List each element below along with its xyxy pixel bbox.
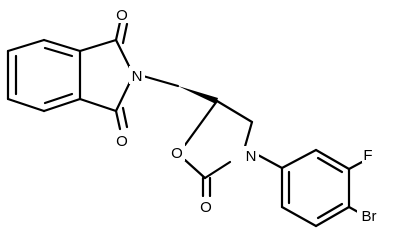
benzene-ring-phthalimide xyxy=(6,38,82,113)
svg-text:O: O xyxy=(116,7,128,24)
svg-text:Br: Br xyxy=(362,208,377,225)
svg-text:O: O xyxy=(116,133,128,150)
atom-label-bromine: Br xyxy=(357,206,381,225)
n-ch2-bond xyxy=(141,74,180,88)
svg-text:N: N xyxy=(132,68,143,85)
chemical-structure-diagram: O N O O N O F Br xyxy=(6,5,381,228)
atom-label-o-carbonyl: O xyxy=(199,197,214,216)
svg-text:O: O xyxy=(171,145,183,162)
atom-label-o-top: O xyxy=(115,5,130,24)
atom-label-n-imide: N xyxy=(129,66,145,85)
svg-text:O: O xyxy=(200,199,212,216)
atom-label-fluorine: F xyxy=(362,145,375,164)
imide-ring xyxy=(78,20,132,131)
bromofluorophenyl-ring xyxy=(280,148,364,228)
oxazolidinone-ring xyxy=(183,99,254,198)
atom-label-n-ring: N xyxy=(243,146,259,165)
atom-label-o-bottom: O xyxy=(115,131,130,150)
atom-label-o-ring: O xyxy=(170,143,185,162)
stereo-wedge-bond xyxy=(178,86,218,104)
svg-text:F: F xyxy=(363,147,372,164)
n-aryl-bond xyxy=(256,153,284,170)
svg-text:N: N xyxy=(246,148,257,165)
